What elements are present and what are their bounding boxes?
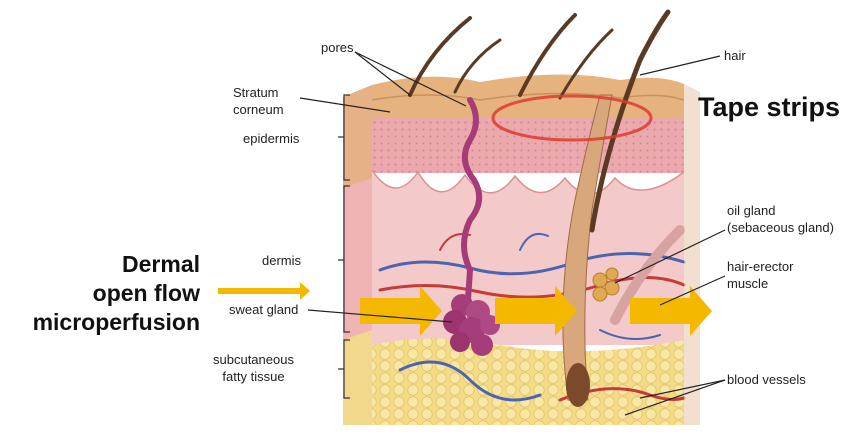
leader-hair <box>640 56 720 75</box>
flow-arrow-incoming <box>218 282 310 300</box>
epidermis-layer <box>372 74 684 173</box>
dermal-ofm-line2: open flow <box>33 279 200 308</box>
label-hair: hair <box>724 48 746 64</box>
label-stratum-corneum: Stratum corneum <box>233 84 284 118</box>
label-oil-gland: oil gland (sebaceous gland) <box>727 202 834 236</box>
label-stratum-line2: corneum <box>233 101 284 118</box>
fat-layer <box>372 339 684 426</box>
label-dermis: dermis <box>262 253 301 269</box>
label-subcut-line1: subcutaneous <box>213 351 294 368</box>
label-oil-gland-line2: (sebaceous gland) <box>727 219 834 236</box>
dermal-ofm-line1: Dermal <box>33 250 200 279</box>
label-epidermis: epidermis <box>243 131 299 147</box>
label-subcutaneous: subcutaneous fatty tissue <box>213 351 294 385</box>
skin-block-right-edge <box>684 84 700 425</box>
label-hair-erector-line2: muscle <box>727 275 793 292</box>
label-blood-vessels: blood vessels <box>727 372 806 388</box>
label-hair-erector-line1: hair-erector <box>727 258 793 275</box>
label-sweat-gland: sweat gland <box>229 302 298 318</box>
label-stratum-line1: Stratum <box>233 84 284 101</box>
label-pores: pores <box>321 40 354 56</box>
label-subcut-line2: fatty tissue <box>213 368 294 385</box>
label-oil-gland-line1: oil gland <box>727 202 834 219</box>
tape-strips-title: Tape strips <box>698 92 840 123</box>
skin-block-side <box>343 85 372 425</box>
dermal-ofm-title: Dermal open flow microperfusion <box>33 250 200 337</box>
label-hair-erector: hair-erector muscle <box>727 258 793 292</box>
dermal-ofm-line3: microperfusion <box>33 308 200 337</box>
